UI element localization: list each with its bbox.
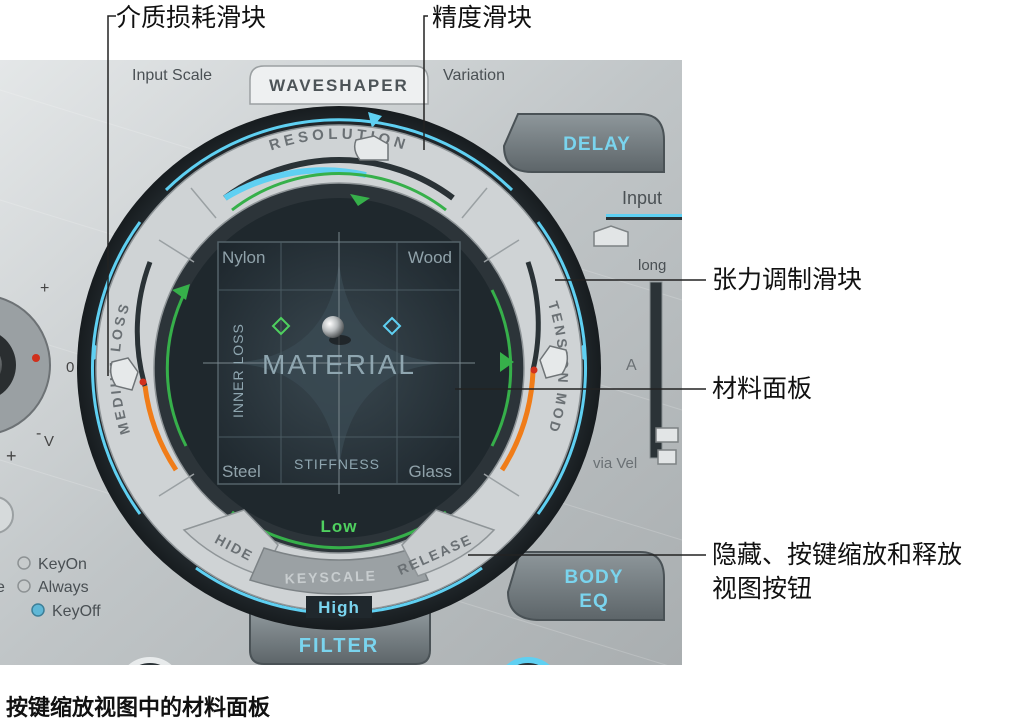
delay-button-label: DELAY (563, 134, 631, 155)
callout-tension-mod: 张力调制滑块 (712, 265, 863, 294)
release-button[interactable] (401, 509, 496, 577)
via-vel-handle[interactable] (657, 449, 677, 465)
keyoff-radio[interactable] (31, 603, 45, 617)
medium-loss-range-arc (90, 221, 142, 515)
callout-material-pad: 材料面板 (712, 374, 813, 403)
always-label: Always (38, 579, 89, 596)
inner-loss-label: INNER LOSS (230, 323, 246, 418)
tension-mod-orange-arc (499, 369, 536, 472)
figure-caption: 按键缩放视图中的材料面板 (6, 696, 271, 721)
input-slider-fill (606, 214, 682, 217)
input-slider-handle[interactable] (593, 225, 629, 247)
medium-loss-marker (139, 378, 147, 386)
low-label: Low (321, 517, 358, 536)
corner-glass: Glass (409, 462, 452, 481)
delay-button[interactable] (502, 113, 665, 173)
callout-view-buttons-1: 隐藏、按键缩放和释放 (712, 540, 963, 569)
zero-label: 0 (66, 359, 74, 376)
callout-lines (107, 15, 706, 556)
input-label: Input (622, 188, 662, 208)
v-label: V (44, 433, 54, 450)
left-small-knob[interactable] (0, 496, 14, 534)
green-marker-left (172, 284, 190, 300)
waveshaper-tab[interactable] (249, 65, 429, 105)
bottom-right-knob[interactable] (498, 657, 558, 720)
knob-indicator-dot (32, 354, 40, 362)
material-marker-green (271, 316, 291, 336)
material-label: MATERIAL (262, 349, 416, 380)
green-marker-right (500, 352, 514, 372)
high-label: High (318, 598, 360, 617)
material-marker-cyan (382, 316, 402, 336)
tension-mod-range-arc (536, 221, 588, 515)
waveshaper-tab-label: WAVESHAPER (269, 76, 409, 95)
vertical-slider-track[interactable] (649, 281, 663, 459)
outer-marker-top (368, 112, 382, 128)
left-large-knob[interactable] (0, 295, 51, 435)
medium-loss-orange-arc (142, 385, 179, 472)
callout-medium-loss: 介质损耗滑块 (116, 3, 267, 32)
plugin-panel: + 0 - V + KeyOn e Always KeyOff Input Sc… (0, 60, 682, 720)
vertical-slider-handle[interactable] (655, 427, 679, 443)
plus-label: + (40, 280, 49, 297)
resolution-slider-handle[interactable] (353, 135, 389, 161)
callout-view-buttons-2: 视图按钮 (712, 574, 813, 603)
variation-label: Variation (443, 67, 505, 84)
corner-nylon: Nylon (222, 248, 265, 267)
keyoff-label: KeyOff (52, 603, 101, 620)
plus-label-2: + (6, 446, 17, 466)
material-pad[interactable]: Nylon Wood Steel Glass MATERIAL INNER LO… (203, 232, 475, 494)
body-eq-label-2: EQ (579, 591, 608, 612)
trigger-radio-group: KeyOn e Always KeyOff (0, 556, 101, 620)
body-eq-button[interactable] (506, 551, 665, 621)
corner-steel: Steel (222, 462, 261, 481)
material-puck[interactable] (322, 316, 344, 338)
keyon-radio[interactable] (17, 556, 31, 570)
corner-wood: Wood (408, 248, 452, 267)
e-label-fragment: e (0, 579, 5, 596)
long-label: long (638, 257, 666, 274)
minus-label: - (36, 425, 41, 442)
keyscale-button[interactable] (248, 547, 430, 595)
string-control-ring: RESOLUTION MEDIUM LOSS TENSION MOD (77, 106, 601, 630)
body-eq-label-1: BODY (565, 567, 624, 588)
a-label: A (626, 357, 637, 374)
bottom-left-knob[interactable] (120, 657, 180, 720)
resolution-range-arc (164, 118, 514, 192)
tension-mod-marker (530, 366, 538, 374)
stiffness-label: STIFFNESS (294, 456, 380, 472)
keyscale-button-label: KEYSCALE (284, 567, 377, 586)
always-radio[interactable] (17, 579, 31, 593)
callout-resolution: 精度滑块 (432, 3, 533, 32)
input-scale-label: Input Scale (132, 67, 212, 84)
tension-mod-slider-handle[interactable] (539, 345, 569, 379)
green-marker-top (350, 194, 370, 206)
keyon-label: KeyOn (38, 556, 87, 573)
resolution-value-arc (223, 167, 367, 201)
filter-button-label: FILTER (299, 635, 380, 657)
high-label-bg (306, 596, 372, 618)
via-vel-label: via Vel (593, 455, 637, 472)
medium-loss-slider-handle[interactable] (109, 357, 139, 391)
